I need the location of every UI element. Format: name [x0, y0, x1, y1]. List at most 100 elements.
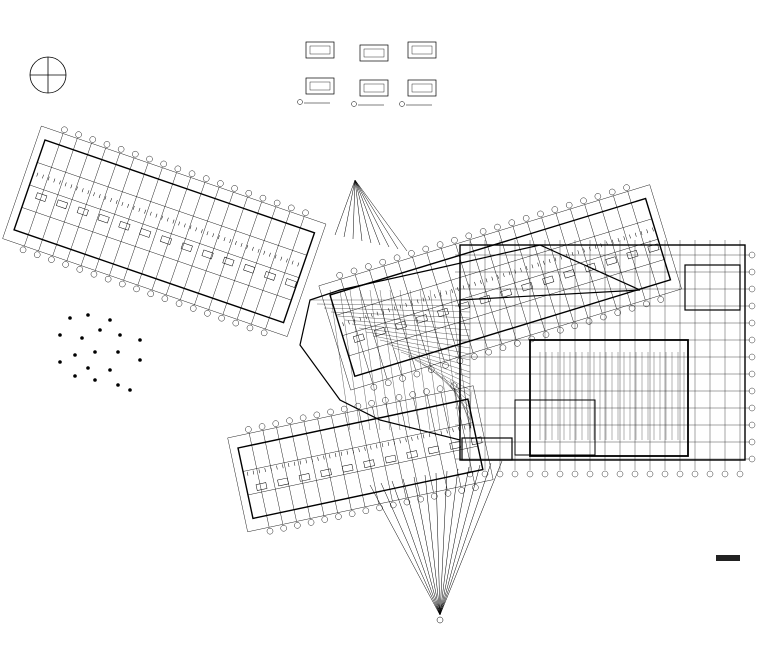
grid-bubble: [514, 340, 521, 347]
room: [500, 288, 513, 298]
wall-tick: [405, 302, 408, 307]
detail-inner: [363, 83, 385, 93]
wall-tick: [297, 262, 300, 267]
room: [243, 263, 256, 274]
floor-line: [339, 289, 361, 431]
grid-bubble: [382, 397, 389, 404]
grid-bubble: [258, 423, 266, 430]
room: [563, 269, 576, 279]
radial-line: [439, 468, 459, 616]
wall-tick: [270, 466, 272, 471]
wall-tick: [93, 192, 95, 197]
grid-axis: [29, 184, 300, 278]
grid-bubble: [436, 385, 444, 392]
wall-tick: [42, 174, 44, 179]
wall-tick: [287, 463, 290, 468]
grid-bubble: [676, 470, 684, 478]
grid-bubble: [385, 379, 392, 387]
grid-bubble: [616, 470, 624, 478]
grid-axis: [331, 415, 352, 510]
room: [118, 220, 131, 231]
wall-tick: [629, 234, 631, 239]
detail-view: [407, 41, 437, 59]
grid-bubble: [431, 493, 438, 500]
wall-tick: [178, 221, 181, 226]
grid-bubble: [451, 237, 458, 244]
radial-line: [354, 179, 399, 250]
room: [363, 459, 375, 468]
wall-tick: [246, 471, 249, 476]
grid-bubble: [327, 408, 334, 416]
room: [298, 473, 311, 482]
floor-line: [429, 289, 451, 431]
wall-tick: [317, 456, 319, 461]
grid-axis: [317, 418, 338, 513]
grid-axis: [358, 410, 379, 505]
tree-symbol: [86, 366, 90, 370]
wall-tick: [485, 278, 488, 283]
grid-bubble: [748, 251, 756, 259]
floor-line: [329, 289, 351, 431]
grid-bubble: [370, 384, 378, 391]
grid-bubble: [444, 490, 452, 497]
grid-axis: [344, 412, 366, 507]
wall-tick: [446, 429, 448, 434]
grid-bubble: [748, 438, 756, 446]
tree-symbol: [138, 358, 142, 362]
dimension-frame: [227, 385, 494, 533]
wall-tick: [183, 223, 186, 228]
grid-bubble: [335, 513, 342, 520]
tree-symbol: [116, 350, 120, 354]
grid-bubble: [245, 426, 252, 433]
wall-tick: [70, 184, 73, 189]
wall-tick: [497, 274, 499, 279]
grid-bubble: [48, 256, 55, 263]
detail-inner: [309, 45, 331, 55]
grid-bubble: [748, 268, 756, 276]
wall-tick: [200, 229, 203, 234]
grid-bubble: [365, 263, 372, 270]
wall-tick: [370, 445, 372, 450]
wall-tick: [458, 426, 460, 431]
grid-bubble: [175, 300, 183, 307]
wall-tick: [376, 444, 378, 449]
grid-bubble: [436, 616, 444, 624]
wall-tick: [388, 308, 390, 313]
grid-bubble: [471, 353, 478, 360]
grid-bubble: [62, 261, 69, 268]
floor-line: [409, 289, 431, 431]
upper-right-wing: [318, 184, 682, 391]
grid-bubble: [748, 336, 756, 344]
grid-axis: [372, 407, 393, 502]
wall-tick: [53, 178, 56, 183]
grid-bubble: [232, 319, 239, 327]
detail-view: [407, 79, 437, 97]
grid-bubble: [368, 400, 375, 407]
grid-bubble: [542, 331, 550, 338]
wall-tick: [98, 194, 101, 199]
room: [427, 445, 440, 455]
detail-bubble: [297, 99, 303, 105]
wall-tick: [138, 207, 141, 212]
wall-tick: [334, 453, 337, 458]
grid-bubble: [541, 470, 549, 478]
wall-tick: [364, 446, 366, 451]
grid-bubble: [479, 228, 487, 235]
grid-bubble: [748, 285, 756, 293]
grid-axis: [21, 207, 292, 301]
room: [159, 235, 173, 245]
radial-line: [424, 474, 441, 616]
wall-tick: [127, 203, 129, 208]
wall-tick: [195, 227, 198, 232]
detail-inner: [363, 48, 385, 58]
grid-bubble: [390, 501, 397, 509]
wall-tick: [104, 196, 107, 201]
grid-bubble: [436, 241, 444, 248]
grid-bubble: [721, 470, 729, 478]
grid-bubble: [307, 519, 315, 526]
grid-bubble: [376, 504, 383, 512]
wall-tick: [311, 458, 313, 463]
wall-tick: [387, 441, 390, 446]
detail-views: [297, 41, 437, 107]
